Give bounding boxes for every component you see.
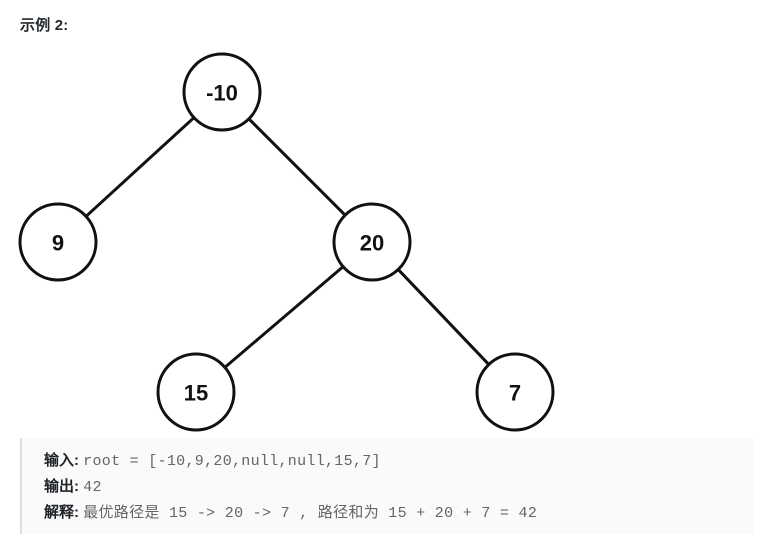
tree-node-circle-left bbox=[18, 202, 98, 282]
tree-edge-group bbox=[83, 114, 492, 371]
example-line-input: 输入: root = [-10,9,20,null,null,15,7] bbox=[44, 448, 754, 474]
tree-node-left: 9 bbox=[18, 202, 98, 282]
output-value: 42 bbox=[83, 479, 102, 496]
example-line-output: 输出: 42 bbox=[44, 474, 754, 500]
input-label: 输入: bbox=[44, 452, 79, 469]
input-value: root = [-10,9,20,null,null,15,7] bbox=[83, 453, 381, 470]
tree-node-right: 20 bbox=[332, 202, 412, 282]
page-title: 示例 2: bbox=[20, 17, 69, 34]
example-block: 输入: root = [-10,9,20,null,null,15,7] 输出:… bbox=[20, 438, 754, 534]
tree-node-label-right: 20 bbox=[360, 231, 384, 256]
tree-node-rright: 7 bbox=[475, 352, 555, 432]
tree-node-circle-right bbox=[332, 202, 412, 282]
tree-node-rleft: 15 bbox=[156, 352, 236, 432]
tree-node-label-root: -10 bbox=[206, 81, 238, 106]
explanation-value: 最优路径是 15 -> 20 -> 7 , 路径和为 15 + 20 + 7 =… bbox=[83, 505, 538, 522]
tree-node-root: -10 bbox=[182, 52, 262, 132]
tree-node-group: -10 9 20 15 7 bbox=[18, 52, 555, 432]
tree-edge-root-left bbox=[83, 114, 197, 220]
tree-edge-root-right bbox=[245, 115, 349, 219]
tree-node-circle-rright bbox=[475, 352, 555, 432]
explanation-label: 解释: bbox=[44, 504, 79, 521]
tree-node-label-rleft: 15 bbox=[184, 381, 208, 406]
output-label: 输出: bbox=[44, 478, 79, 495]
tree-node-label-rright: 7 bbox=[509, 381, 521, 406]
tree-node-circle-rleft bbox=[156, 352, 236, 432]
example-line-explanation: 解释: 最优路径是 15 -> 20 -> 7 , 路径和为 15 + 20 +… bbox=[44, 500, 754, 526]
tree-node-label-left: 9 bbox=[52, 231, 64, 256]
tree-edge-right-rright bbox=[395, 266, 492, 368]
binary-tree-diagram: -10 9 20 15 7 bbox=[0, 40, 600, 440]
tree-node-circle-root bbox=[182, 52, 262, 132]
tree-edge-right-rleft bbox=[221, 263, 347, 371]
tree-svg-canvas: -10 9 20 15 7 bbox=[18, 52, 555, 432]
